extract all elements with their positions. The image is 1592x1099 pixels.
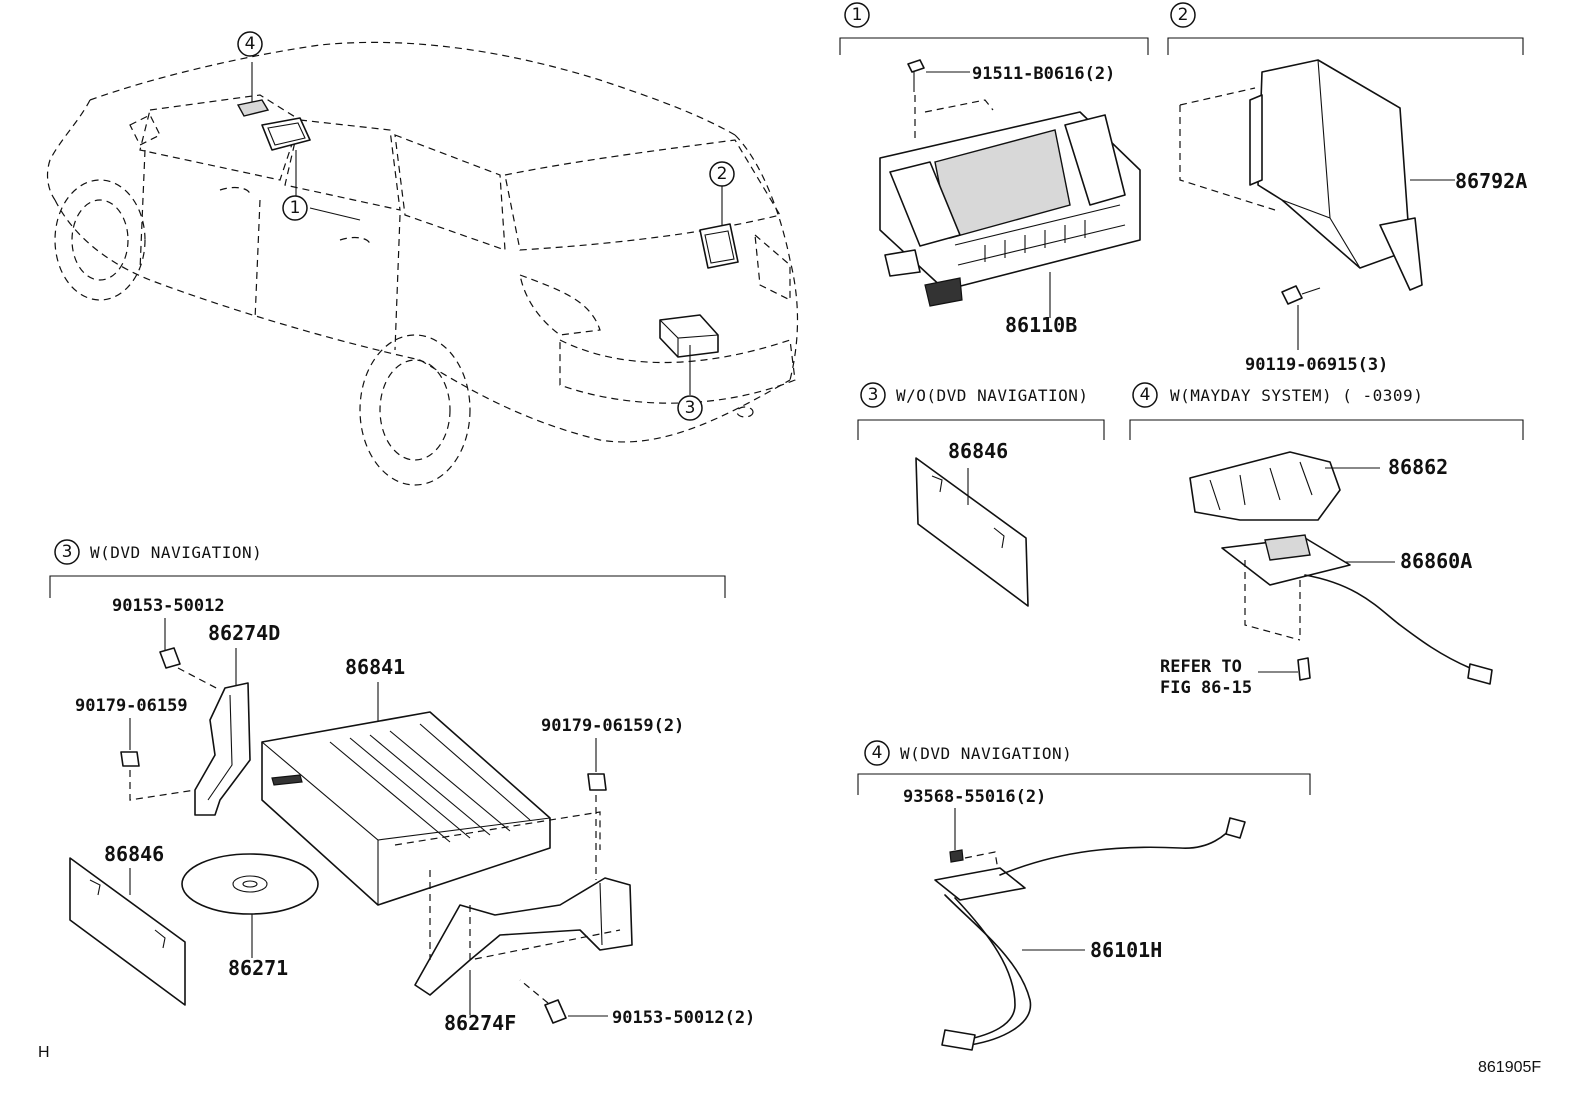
part-93568-55016: 93568-55016(2) bbox=[903, 787, 1046, 807]
part-86110B: 86110B bbox=[1005, 313, 1077, 337]
section-1-display: 1 91511-B0616(2) 86110B bbox=[839, 2, 1149, 337]
section-2-callout: 2 bbox=[1178, 5, 1189, 25]
part-86792A: 86792A bbox=[1455, 169, 1527, 193]
part-86101H: 86101H bbox=[1090, 938, 1162, 962]
section-4a-callout: 4 bbox=[1140, 385, 1151, 405]
callout-4: 4 bbox=[245, 34, 256, 54]
figure-reference: FIG 86-15 bbox=[1160, 678, 1252, 698]
part-86274F: 86274F bbox=[444, 1011, 516, 1035]
part-90153-50012: 90153-50012 bbox=[112, 596, 225, 616]
corner-mark: H bbox=[38, 1044, 50, 1061]
part-90153-50012-qty2: 90153-50012(2) bbox=[612, 1008, 755, 1028]
callout-2: 2 bbox=[717, 164, 728, 184]
section-4b-callout: 4 bbox=[872, 743, 883, 763]
part-86860A: 86860A bbox=[1400, 549, 1472, 573]
vehicle-illustration bbox=[46, 41, 799, 486]
part-90119-06915: 90119-06915(3) bbox=[1245, 355, 1388, 375]
vehicle-callouts: 4 1 2 3 bbox=[237, 31, 735, 421]
section-3-without-dvd: 3 W/O(DVD NAVIGATION) 86846 bbox=[857, 382, 1105, 607]
callout-3: 3 bbox=[685, 398, 696, 418]
section-4-mayday: 4 W(MAYDAY SYSTEM) ( -0309) 86862 86860A… bbox=[1129, 382, 1524, 698]
part-90179-06159: 90179-06159 bbox=[75, 696, 188, 716]
section-3-with-dvd: 3 W(DVD NAVIGATION) 90153-50012 86274D 9… bbox=[49, 539, 755, 1035]
section-3b-callout: 3 bbox=[868, 385, 879, 405]
header-with-dvd-navigation: W(DVD NAVIGATION) bbox=[90, 543, 262, 562]
section-4-dvd-harness: 4 W(DVD NAVIGATION) 93568-55016(2) 86101… bbox=[857, 740, 1311, 1051]
part-86271: 86271 bbox=[228, 956, 288, 980]
part-90179-06159-qty2: 90179-06159(2) bbox=[541, 716, 684, 736]
part-86846-upper: 86846 bbox=[948, 439, 1008, 463]
section-2-ecu: 2 86792A 90119-06915(3) bbox=[1167, 2, 1527, 375]
header-dvd-navigation-harness: W(DVD NAVIGATION) bbox=[900, 744, 1072, 763]
part-86841: 86841 bbox=[345, 655, 405, 679]
callout-1: 1 bbox=[290, 198, 301, 218]
part-86846-lower: 86846 bbox=[104, 842, 164, 866]
part-91511-B0616: 91511-B0616(2) bbox=[972, 64, 1115, 84]
dvd-disc bbox=[181, 853, 319, 915]
part-86862: 86862 bbox=[1388, 455, 1448, 479]
section-3a-callout: 3 bbox=[62, 542, 73, 562]
refer-to-label: REFER TO bbox=[1160, 657, 1242, 677]
part-86274D: 86274D bbox=[208, 621, 280, 645]
header-mayday-system: W(MAYDAY SYSTEM) ( -0309) bbox=[1170, 386, 1423, 405]
section-1-callout: 1 bbox=[852, 5, 863, 25]
figure-code: 861905F bbox=[1478, 1059, 1541, 1076]
header-without-dvd-navigation: W/O(DVD NAVIGATION) bbox=[896, 386, 1089, 405]
